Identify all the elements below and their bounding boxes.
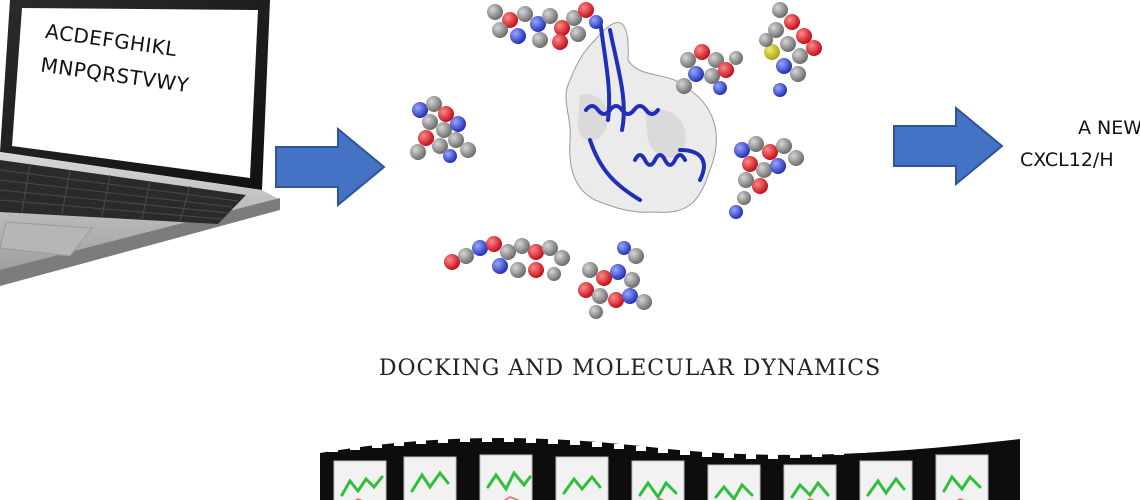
result-line-1: A NEW — [1078, 117, 1140, 139]
molecular-dynamics-filmstrip — [320, 437, 1020, 500]
docking-caption: DOCKING AND MOLECULAR DYNAMICS — [378, 356, 882, 381]
result-label: A NEW CXCL12/H — [1020, 112, 1140, 176]
laptop-keyboard — [0, 160, 246, 224]
ligand-cluster-bottom-left — [444, 236, 570, 281]
arrow-right-icon — [275, 127, 386, 207]
filmstrip-frames — [333, 454, 989, 500]
ligand-cluster-far-right — [759, 2, 822, 97]
ligand-cluster-bottom — [578, 241, 652, 319]
laptop-trackpad — [0, 221, 93, 257]
filmstrip-frame-molecules — [340, 470, 982, 500]
result-line-2: CXCL12/H — [1020, 149, 1114, 171]
ligand-cluster-upper-right — [676, 44, 743, 95]
ligand-cluster-top — [487, 2, 603, 50]
docking-molecules-illustration — [410, 2, 822, 319]
protein-surface — [565, 22, 717, 213]
protein-helices — [584, 18, 706, 202]
ligand-cluster-right — [729, 136, 804, 219]
ligand-cluster-left — [410, 96, 476, 163]
laptop-illustration — [0, 0, 280, 286]
arrow-right-icon-2 — [893, 106, 1004, 186]
laptop-screen — [12, 8, 258, 178]
